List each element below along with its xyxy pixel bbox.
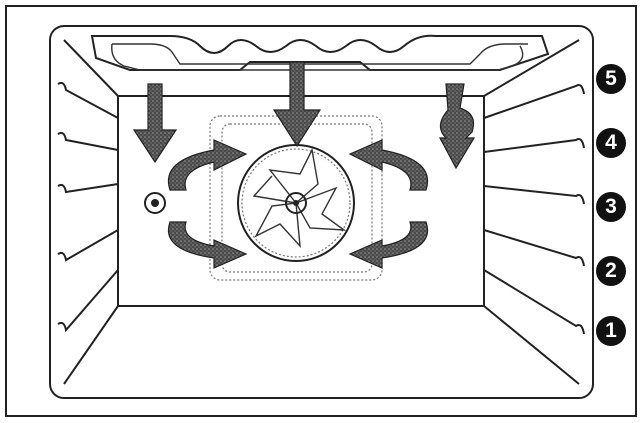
fan-guard-inner (241, 148, 351, 258)
oven-light-center (151, 199, 159, 207)
corner-edge-tr (483, 39, 580, 97)
fan-housing-inner (221, 123, 373, 273)
heat-arrows-down (132, 61, 476, 170)
rack-level-2-badge: 2 (596, 256, 626, 286)
fan-hub-center (293, 200, 299, 206)
corner-edge-bl (63, 305, 119, 385)
rack-level-1-badge: 1 (596, 316, 626, 346)
outer-border (5, 5, 637, 417)
fan-hub (285, 192, 307, 214)
fan-blades (252, 147, 347, 249)
rack-level-5-badge: 5 (596, 64, 626, 94)
convection-arrows (167, 139, 429, 269)
rack-level-4-badge: 4 (596, 128, 626, 158)
rack-level-3-badge: 3 (596, 192, 626, 222)
oven-cavity-outer (49, 25, 594, 399)
corner-edge-tl (63, 39, 119, 97)
oven-light-icon (144, 192, 166, 214)
left-rack-rails (57, 81, 119, 333)
right-rack-rails (483, 84, 585, 335)
top-heating-element (90, 34, 550, 71)
corner-edge-br (483, 305, 580, 385)
